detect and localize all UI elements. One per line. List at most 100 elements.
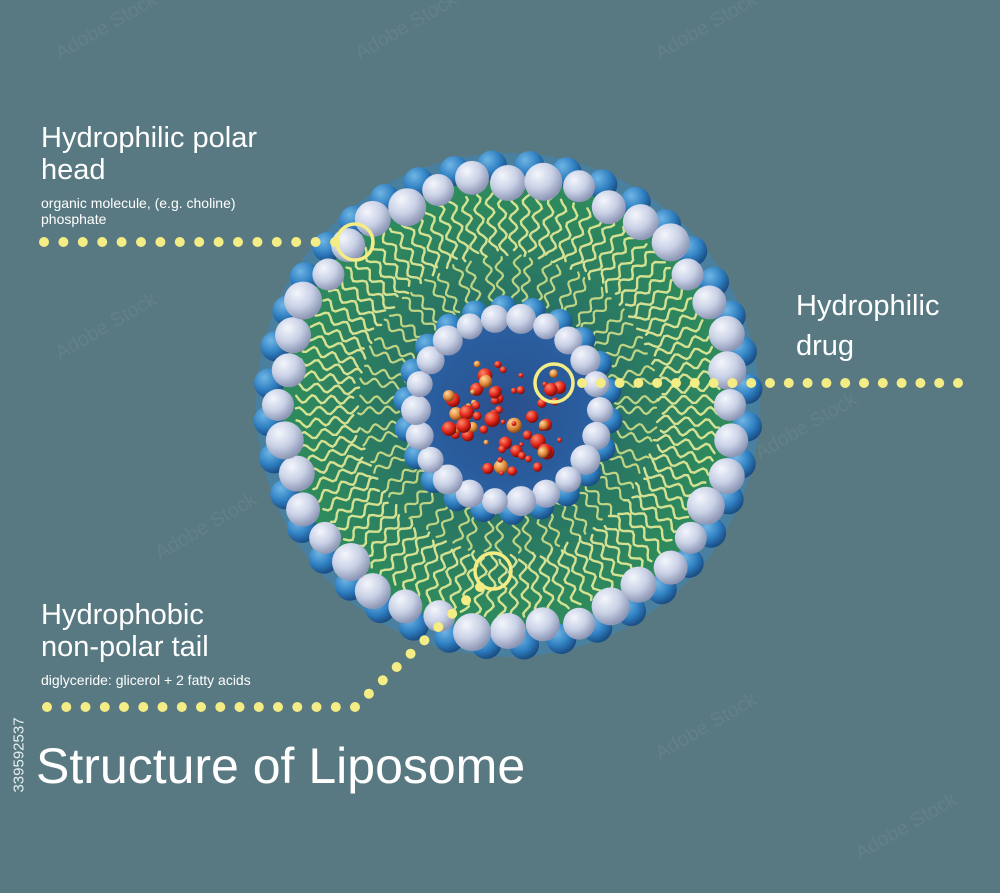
drug-molecule [519, 442, 524, 447]
outer-head [692, 285, 727, 320]
outer-tail [309, 321, 365, 350]
outer-head [524, 162, 563, 201]
inner-tail [410, 291, 445, 324]
outer-tail [297, 424, 361, 440]
outer-tail [299, 358, 363, 376]
leader-dot [138, 702, 149, 712]
outer-head [354, 573, 391, 610]
outer-tail [624, 266, 672, 307]
leader-dot [419, 635, 430, 646]
drug-molecule [441, 421, 457, 437]
polar-head-description-line1: organic molecule, (e.g. choline) [41, 195, 236, 211]
outer-tail [659, 357, 718, 378]
outer-head [455, 160, 490, 195]
outer-head [622, 204, 659, 241]
outer-head [671, 258, 704, 291]
outer-head [332, 542, 371, 581]
drug-molecule [538, 420, 549, 430]
outer-tail [370, 240, 411, 287]
outer-tail [582, 220, 616, 273]
inner-tail [532, 260, 553, 305]
outer-tail [557, 549, 582, 606]
drug-molecule [511, 421, 517, 426]
drug-molecule [488, 386, 501, 399]
leader-dot [39, 237, 49, 247]
drug-molecule [518, 451, 526, 460]
outer-tail [295, 393, 355, 406]
outer-layer-heads [262, 160, 749, 652]
leader-dot [461, 595, 472, 606]
inner-head [405, 421, 434, 450]
outer-tail [305, 335, 367, 360]
leader-dot [765, 378, 775, 388]
outer-tail [483, 552, 499, 617]
leader-dot [116, 237, 127, 247]
outer-tail [578, 535, 614, 592]
outer-tail [587, 225, 626, 281]
outer-tail [589, 533, 626, 584]
leader-dot [271, 237, 282, 247]
outer-tail [507, 191, 520, 252]
inner-head [417, 446, 444, 473]
stock-id: 339592537 [4, 655, 34, 855]
outer-head [714, 423, 749, 458]
inner-tail [494, 256, 506, 302]
inner-tail [576, 286, 604, 327]
leader-dot [671, 378, 681, 388]
outer-head [453, 613, 492, 652]
outer-tail [496, 558, 509, 618]
outer-head [525, 607, 560, 642]
inner-tail [555, 271, 581, 313]
drug-molecule [479, 425, 489, 434]
leader-dot [915, 378, 926, 388]
outer-tail [400, 220, 436, 277]
leader-dot [252, 237, 263, 247]
svg-text:Adobe Stock: Adobe Stock [52, 0, 162, 64]
outer-tail [414, 540, 447, 599]
outer-head [686, 486, 725, 525]
outer-tail [627, 277, 681, 319]
outer-tail [618, 260, 667, 306]
outer-head [714, 389, 746, 421]
leader-dot [350, 702, 360, 712]
outer-head [388, 589, 423, 624]
inner-tail [465, 260, 482, 306]
drug-molecule [483, 439, 489, 445]
inner-tail [370, 440, 411, 464]
outer-tail [545, 547, 570, 610]
inner-head [481, 488, 508, 515]
drug-molecule [479, 374, 493, 388]
outer-head [275, 317, 312, 354]
outer-head [271, 353, 306, 388]
outer-tail [651, 345, 714, 367]
leader-dot [433, 622, 444, 632]
outer-tail [364, 246, 410, 295]
inner-head [432, 325, 463, 356]
inner-head [570, 345, 601, 376]
outer-tail [614, 250, 657, 295]
inner-layer-heads [401, 303, 613, 517]
leader-dot [877, 378, 888, 388]
leader-dot [194, 237, 205, 247]
outer-tail [644, 308, 699, 337]
leader-dot [99, 702, 110, 712]
stock-id-text: 339592537 [10, 717, 28, 793]
inner-head [432, 464, 463, 495]
leader-dot [233, 237, 243, 247]
outer-tail [496, 191, 509, 257]
polar-head-description-line2: phosphate [41, 211, 107, 227]
leader-dot [310, 237, 321, 247]
leader-dot [58, 237, 69, 247]
drug-molecule [549, 369, 558, 378]
outer-head [309, 521, 342, 554]
outer-tail [656, 444, 714, 464]
drug-molecule [456, 418, 471, 433]
outer-tail [544, 198, 568, 256]
outer-head [653, 550, 688, 585]
outer-tail [370, 518, 414, 569]
leader-dot [215, 702, 226, 712]
drug-molecule [497, 457, 504, 463]
outer-tail [655, 414, 720, 429]
outer-head [591, 190, 626, 225]
leader-dot [821, 378, 832, 388]
